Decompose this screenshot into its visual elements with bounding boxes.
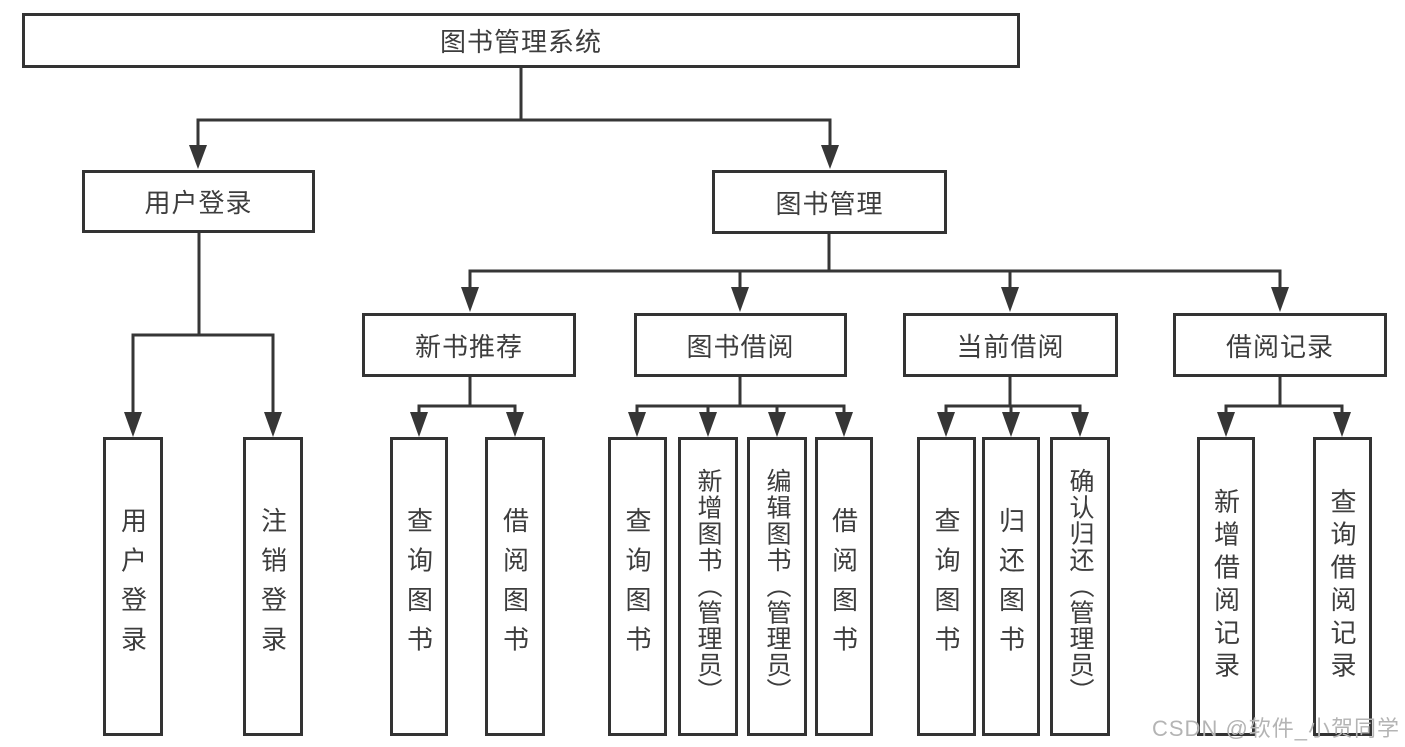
arrowhead: [731, 287, 749, 312]
leaf-borrow-books-recommend: 借阅图书: [485, 437, 545, 736]
arrowhead: [821, 145, 839, 169]
leaf-query-books-recommend: 查询图书: [390, 437, 448, 736]
leaf-add-book-admin: 新增图书（管理员）: [678, 437, 738, 736]
leaf-add-book-admin-label: 新增图书（管理员）: [694, 468, 722, 705]
node-new-book-recommend: 新书推荐: [362, 313, 576, 377]
node-user-login: 用户登录: [82, 170, 315, 233]
leaf-user-login: 用户登录: [103, 437, 163, 736]
arrowhead: [937, 412, 955, 437]
leaf-query-borrow-record-label: 查询借阅记录: [1327, 488, 1357, 685]
arrowhead: [835, 412, 853, 437]
node-current-borrow: 当前借阅: [903, 313, 1118, 377]
arrowhead: [1071, 412, 1089, 437]
node-user-login-label: 用户登录: [144, 188, 253, 218]
node-root: 图书管理系统: [22, 13, 1020, 68]
connector-root-to-level2: [196, 67, 832, 146]
connector-book-management-to-level3: [468, 233, 1282, 288]
watermark: CSDN @软件_小贺同学: [1152, 716, 1401, 741]
node-book-management: 图书管理: [712, 170, 947, 234]
node-borrow-records: 借阅记录: [1173, 313, 1387, 377]
node-root-label: 图书管理系统: [439, 27, 602, 57]
arrowhead: [1217, 412, 1235, 437]
connector-new-book-recommend-to-leaves: [417, 376, 517, 413]
node-current-borrow-label: 当前借阅: [956, 331, 1065, 362]
leaf-return-books-label: 归还图书: [995, 507, 1026, 666]
leaf-edit-book-admin: 编辑图书（管理员）: [747, 437, 807, 736]
connector-user-login-to-leaves: [131, 232, 275, 413]
leaf-query-books-recommend-label: 查询图书: [403, 507, 434, 666]
leaf-borrow-books: 借阅图书: [815, 437, 873, 736]
connector-current-borrow-to-leaves: [944, 376, 1082, 413]
arrowhead: [410, 412, 428, 437]
leaf-query-books-current-label: 查询图书: [931, 507, 961, 666]
leaf-borrow-books-label: 借阅图书: [828, 507, 859, 666]
arrowhead: [264, 412, 282, 437]
leaf-edit-book-admin-label: 编辑图书（管理员）: [763, 468, 791, 705]
node-new-book-recommend-label: 新书推荐: [414, 331, 523, 362]
leaf-query-books-current: 查询图书: [917, 437, 976, 736]
arrowhead: [189, 145, 207, 169]
arrowhead: [124, 412, 142, 437]
leaf-add-borrow-record: 新增借阅记录: [1197, 437, 1255, 736]
leaf-return-books: 归还图书: [982, 437, 1040, 736]
arrowhead: [699, 412, 717, 437]
leaf-query-borrow-record: 查询借阅记录: [1313, 437, 1372, 736]
arrowhead: [1271, 287, 1289, 312]
connector-book-borrow-to-leaves: [635, 376, 846, 413]
connector-borrow-records-to-leaves: [1224, 376, 1344, 413]
leaf-query-books-borrow-label: 查询图书: [622, 507, 652, 666]
node-borrow-records-label: 借阅记录: [1225, 331, 1334, 362]
arrowhead: [1002, 412, 1020, 437]
arrowhead: [1333, 412, 1351, 437]
leaf-query-books-borrow: 查询图书: [608, 437, 667, 736]
node-book-borrow-label: 图书借阅: [686, 331, 795, 362]
arrowhead: [506, 412, 524, 437]
arrowhead: [1001, 287, 1019, 312]
leaf-logout-label: 注销登录: [257, 507, 288, 666]
node-book-management-label: 图书管理: [775, 188, 884, 219]
arrowhead: [628, 412, 646, 437]
leaf-confirm-return-admin: 确认归还（管理员）: [1050, 437, 1110, 736]
leaf-add-borrow-record-label: 新增借阅记录: [1210, 488, 1241, 685]
leaf-confirm-return-admin-label: 确认归还（管理员）: [1066, 468, 1094, 705]
leaf-borrow-books-recommend-label: 借阅图书: [499, 507, 530, 666]
arrowhead: [768, 412, 786, 437]
node-book-borrow: 图书借阅: [634, 313, 847, 377]
leaf-logout: 注销登录: [243, 437, 303, 736]
arrowhead: [461, 287, 479, 312]
leaf-user-login-label: 用户登录: [117, 507, 148, 666]
